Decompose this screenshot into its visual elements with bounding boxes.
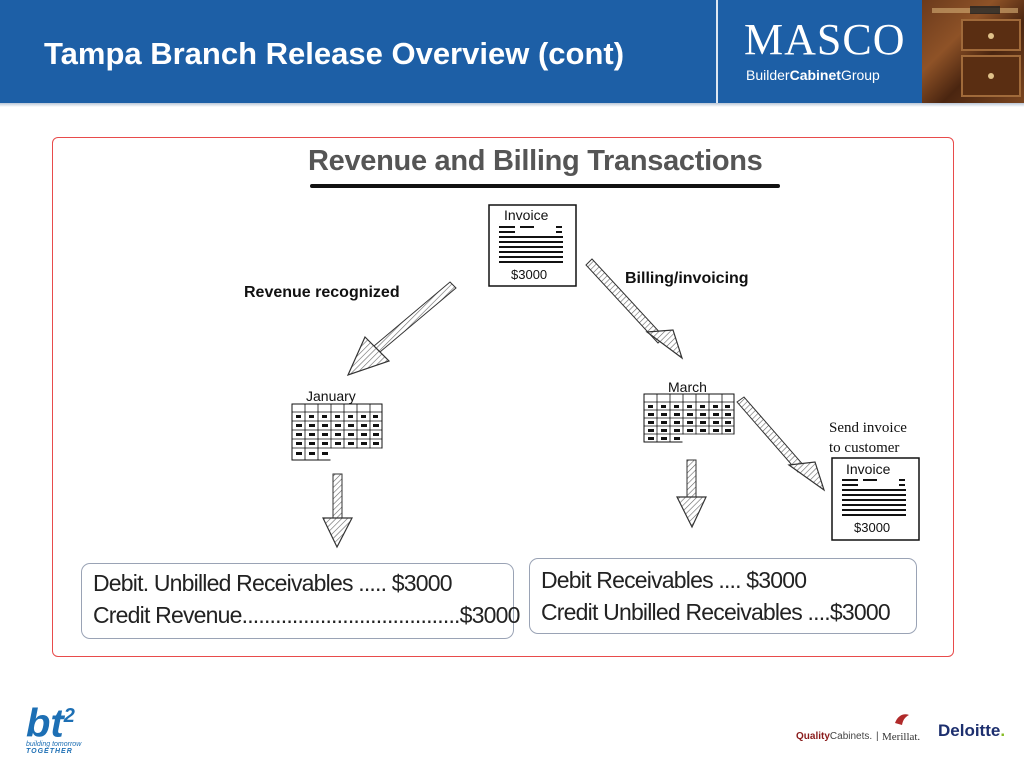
journal-entry-right-line2: Credit Unbilled Receivables ....$3000: [541, 599, 891, 625]
calendar-january-label: January: [306, 388, 356, 404]
send-invoice-label-line2: to customer: [829, 440, 900, 456]
send-invoice-label-line1: Send invoice: [829, 420, 907, 436]
journal-entry-box-right: Debit Receivables .... $3000 Credit Unbi…: [529, 558, 917, 634]
label-revenue-recognized: Revenue recognized: [244, 284, 400, 301]
invoice-top-amount: $3000: [511, 267, 548, 282]
invoice-top-label: Invoice: [504, 207, 549, 223]
bt2-logo: bt2 building tomorrow TOGETHER: [26, 701, 82, 756]
header-bar: Tampa Branch Release Overview (cont) MAS…: [0, 0, 1024, 103]
arrow-down-march: [676, 459, 707, 529]
quality-cabinets-logo: QualityCabinets.: [796, 731, 873, 742]
brand-separator: |: [876, 731, 879, 742]
journal-entry-left-line2: Credit Revenue..........................…: [93, 602, 520, 628]
slide-title: Tampa Branch Release Overview (cont): [44, 36, 625, 71]
bt2-tagline-bold: TOGETHER: [26, 748, 73, 756]
deloitte-logo: Deloitte.: [938, 721, 1006, 740]
calendar-march-icon: [643, 393, 735, 443]
merillat-logo: Merillat.: [882, 731, 921, 743]
diagram-title-underline: [310, 184, 780, 188]
journal-entry-right-line1: Debit Receivables .... $3000: [541, 567, 807, 593]
masco-logo-subtitle: BuilderCabinetGroup: [746, 67, 880, 83]
arrow-send-invoice: [736, 396, 826, 492]
header-shadow: [0, 103, 1024, 107]
arrow-revenue-recognized: [346, 281, 457, 377]
invoice-icon-top: [488, 204, 577, 287]
journal-entry-left-line1: Debit. Unbilled Receivables ..... $3000: [93, 570, 453, 596]
invoice-icon-right: [831, 457, 920, 541]
arrow-billing-invoicing: [585, 258, 684, 360]
cabinet-photo: [922, 0, 1024, 103]
calendar-january-icon: [291, 403, 383, 461]
invoice-right-amount: $3000: [854, 520, 891, 535]
invoice-right-label: Invoice: [846, 461, 891, 477]
journal-entry-box-left: Debit. Unbilled Receivables ..... $3000 …: [81, 563, 520, 639]
diagram-title: Revenue and Billing Transactions: [308, 145, 763, 177]
arrow-down-january: [322, 473, 353, 549]
masco-logo: MASCO: [744, 15, 906, 64]
calendar-march-label: March: [668, 379, 707, 395]
bt2-tagline: building tomorrow: [26, 741, 82, 749]
label-billing-invoicing: Billing/invoicing: [625, 270, 749, 287]
header-divider: [716, 0, 718, 103]
merillat-emblem-icon: [895, 714, 909, 725]
